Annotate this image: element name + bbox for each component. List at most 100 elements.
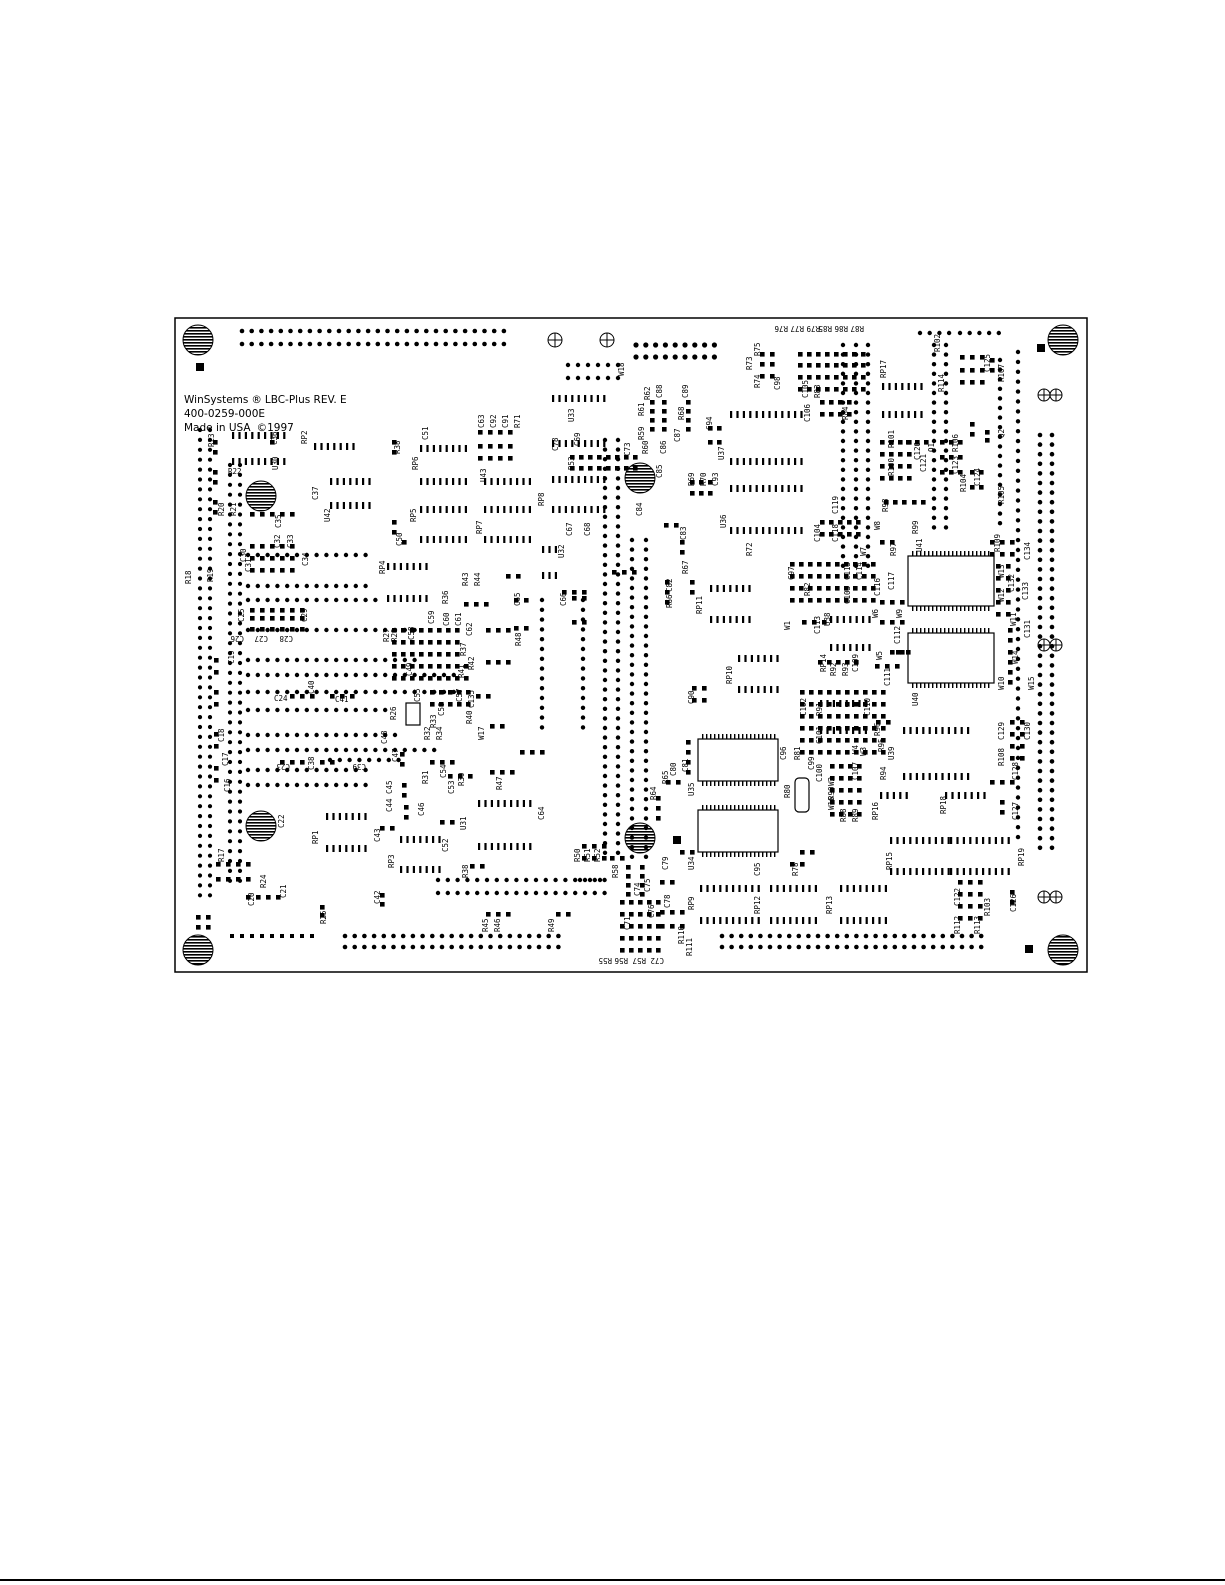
- pad-dot: [275, 583, 280, 589]
- square-pad: [1010, 720, 1015, 725]
- designator-r36: R36: [441, 590, 450, 604]
- ic-pin: [770, 852, 772, 857]
- pad-dot: [865, 458, 871, 463]
- square-pad: [213, 480, 218, 485]
- square-pad: [890, 650, 895, 655]
- pad-dot: [334, 707, 339, 713]
- pad-dot: [353, 597, 358, 603]
- designator-c98: C98: [773, 376, 782, 390]
- designator-r87: R87: [850, 324, 864, 333]
- square-pad: [1010, 732, 1015, 737]
- pad-dot: [643, 701, 649, 706]
- designator-c45: C45: [385, 780, 394, 794]
- header-pad: [300, 934, 304, 938]
- ic-pin: [464, 478, 467, 485]
- ic-pin: [1001, 868, 1004, 875]
- pad-dot: [615, 533, 621, 539]
- header-pin: [414, 341, 419, 347]
- square-pad: [857, 812, 862, 817]
- pad-dot: [402, 689, 407, 695]
- square-pad: [430, 702, 435, 707]
- ic-pin: [912, 551, 914, 556]
- header-pin: [1037, 835, 1043, 841]
- header-pin: [937, 330, 942, 336]
- header-pin: [892, 944, 898, 950]
- ic-pin: [935, 727, 938, 734]
- pad-dot: [605, 362, 611, 368]
- pad-dot: [455, 890, 460, 896]
- designator-c72: C72: [650, 956, 664, 965]
- pad-dot: [207, 715, 213, 720]
- ic-pin: [742, 734, 744, 739]
- ic-pin: [571, 395, 574, 402]
- square-pad: [996, 612, 1001, 617]
- square-pad: [290, 616, 295, 621]
- header-pin: [375, 341, 381, 347]
- pad-dot: [943, 525, 949, 530]
- designator-c28: C28: [279, 634, 293, 643]
- square-pad: [880, 620, 885, 625]
- pad-dot: [255, 732, 260, 738]
- header-pin: [1037, 691, 1043, 697]
- square-pad: [830, 812, 835, 817]
- square-pad: [330, 694, 335, 699]
- designator-w1: W1: [783, 621, 792, 630]
- pad-dot: [840, 448, 846, 453]
- square-pad: [410, 676, 415, 681]
- header-pin: [400, 933, 406, 939]
- ic-pin: [596, 395, 599, 402]
- designator-c92: C92: [489, 414, 498, 428]
- ic-pin: [762, 805, 764, 810]
- pad-dot: [237, 512, 243, 517]
- square-pad: [800, 690, 805, 695]
- pad-dot: [580, 656, 586, 661]
- square-pad: [857, 800, 862, 805]
- pad-dot: [304, 552, 309, 558]
- ic-pin: [484, 800, 487, 807]
- square-pad: [863, 738, 868, 743]
- pad-dot: [363, 707, 368, 713]
- square-pad: [970, 422, 975, 427]
- header-pin: [491, 341, 497, 347]
- ic-pin: [584, 476, 587, 483]
- ic-pin: [950, 837, 953, 844]
- ic-pin: [718, 734, 720, 739]
- designator-r58: R58: [611, 864, 620, 878]
- square-pad: [226, 862, 231, 867]
- pad-dot: [227, 522, 233, 527]
- ic-pin: [952, 683, 954, 688]
- ic-pin: [368, 478, 371, 485]
- ic-pin: [988, 551, 990, 556]
- ic-pin: [890, 868, 893, 875]
- square-pad: [214, 778, 219, 783]
- ic-pin: [420, 478, 423, 485]
- ic-pin: [1007, 837, 1010, 844]
- through-hole-pads: [197, 328, 1055, 950]
- pad-dot: [412, 657, 417, 663]
- designator-r82: R82: [803, 582, 812, 596]
- square-pad: [474, 602, 479, 607]
- square-pad: [276, 895, 281, 900]
- header-pin: [758, 933, 763, 939]
- header-pin: [643, 354, 649, 360]
- header-pin: [1049, 538, 1055, 543]
- pad-dot: [197, 487, 203, 492]
- pad-dot: [931, 486, 937, 492]
- square-pad: [250, 556, 255, 561]
- ic-pin: [716, 616, 719, 623]
- pad-dot: [363, 583, 368, 589]
- pad-dot: [840, 486, 846, 492]
- ic-pin: [552, 476, 555, 483]
- square-pad: [980, 368, 985, 373]
- soic-footprint: [330, 478, 371, 485]
- ic-pin: [932, 628, 934, 633]
- pad-dot: [343, 767, 349, 773]
- pad-dot: [997, 377, 1003, 382]
- pad-dot: [343, 782, 349, 788]
- ic-pin: [432, 506, 435, 513]
- ic-pin: [972, 551, 974, 556]
- square-pad: [690, 580, 695, 585]
- pad-dot: [629, 845, 635, 850]
- square-pad: [1010, 744, 1015, 749]
- pad-dot: [314, 627, 319, 633]
